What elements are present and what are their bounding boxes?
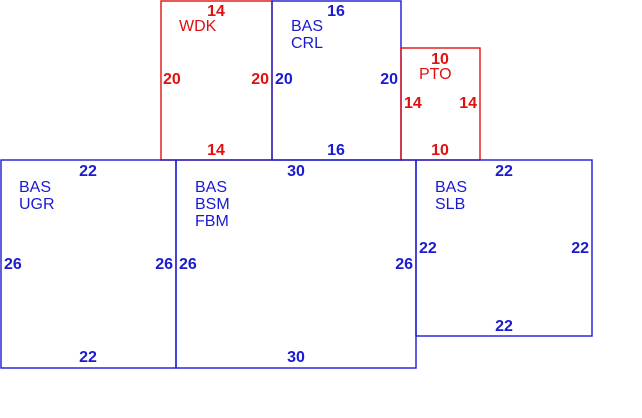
dimension-right: 26 — [395, 256, 413, 273]
room-label: BAS — [435, 179, 467, 196]
dimension-bottom: 22 — [495, 318, 513, 335]
room-label: UGR — [19, 196, 55, 213]
room-label: WDK — [179, 18, 217, 35]
dimension-top: 16 — [327, 3, 345, 20]
dimension-bottom: 10 — [431, 142, 449, 159]
dimension-left: 14 — [404, 95, 422, 112]
dimension-top: 22 — [79, 163, 97, 180]
dimension-bottom: 14 — [207, 142, 225, 159]
room-label: CRL — [291, 35, 323, 52]
dimension-left: 26 — [4, 256, 22, 273]
dimension-top: 10 — [431, 51, 449, 68]
room-label: PTO — [419, 66, 452, 83]
dimension-right: 22 — [571, 240, 589, 257]
dimension-right: 26 — [155, 256, 173, 273]
room-label: BAS — [19, 179, 51, 196]
room-label: BAS — [291, 18, 323, 35]
room-label: BAS — [195, 179, 227, 196]
dimension-left: 26 — [179, 256, 197, 273]
dimension-bottom: 22 — [79, 349, 97, 366]
dimension-left: 22 — [419, 240, 437, 257]
dimension-bottom: 30 — [287, 349, 305, 366]
room-label: SLB — [435, 196, 465, 213]
dimension-bottom: 16 — [327, 142, 345, 159]
dimension-right: 20 — [251, 71, 269, 88]
room-label: FBM — [195, 213, 229, 230]
dimension-left: 20 — [163, 71, 181, 88]
dimension-right: 20 — [380, 71, 398, 88]
dimension-left: 20 — [275, 71, 293, 88]
room-label: BSM — [195, 196, 230, 213]
room-outline — [415, 159, 593, 337]
dimension-top: 14 — [207, 3, 225, 20]
dimension-top: 30 — [287, 163, 305, 180]
dimension-top: 22 — [495, 163, 513, 180]
dimension-right: 14 — [459, 95, 477, 112]
